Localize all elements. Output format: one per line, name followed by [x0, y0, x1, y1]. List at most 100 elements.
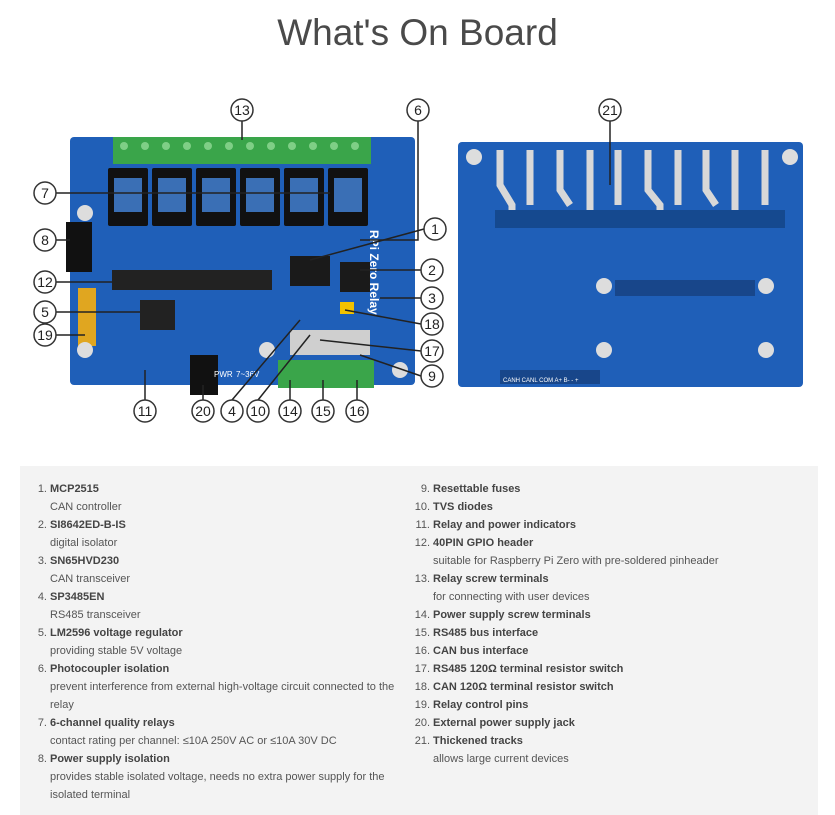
- feature-name: 6-channel quality relays: [50, 717, 175, 729]
- feature-number: 21.: [414, 735, 430, 747]
- feature-item: 21.Thickened tracks allows large current …: [412, 732, 812, 768]
- callout-1: 1: [423, 217, 447, 241]
- board-name-silkscreen: RPi Zero Relay: [367, 230, 381, 315]
- svg-text:3: 3: [428, 290, 436, 306]
- feature-heading: 5.LM2596 voltage regulator: [34, 624, 414, 642]
- feature-heading: 10.TVS diodes: [412, 498, 812, 516]
- feature-name: CAN 120Ω terminal resistor switch: [433, 681, 614, 693]
- callout-9: 9: [420, 364, 444, 388]
- feature-number: 15.: [414, 627, 430, 639]
- callout-4: 4: [220, 399, 244, 423]
- feature-name: Photocoupler isolation: [50, 663, 170, 675]
- back-board-image: CANH CANL COM A+ B- - +: [458, 142, 803, 387]
- feature-heading: 14.Power supply screw terminals: [412, 606, 812, 624]
- svg-text:14: 14: [282, 403, 298, 419]
- feature-name: CAN bus interface: [433, 645, 529, 657]
- svg-text:17: 17: [424, 343, 440, 359]
- svg-text:10: 10: [250, 403, 266, 419]
- svg-text:7: 7: [41, 185, 49, 201]
- feature-item: 11.Relay and power indicators: [412, 516, 812, 534]
- feature-heading: 16.CAN bus interface: [412, 642, 812, 660]
- feature-item: 16.CAN bus interface: [412, 642, 812, 660]
- feature-heading: 3.SN65HVD230: [34, 552, 414, 570]
- callout-20: 20: [191, 399, 215, 423]
- svg-text:8: 8: [41, 232, 49, 248]
- feature-number: 12.: [414, 537, 430, 549]
- feature-item: 15.RS485 bus interface: [412, 624, 812, 642]
- feature-heading: 1.MCP2515: [34, 480, 414, 498]
- feature-number: 2.: [37, 519, 47, 531]
- callout-14: 14: [278, 399, 302, 423]
- feature-number: 9.: [420, 483, 430, 495]
- feature-item: 9.Resettable fuses: [412, 480, 812, 498]
- svg-text:9: 9: [428, 368, 436, 384]
- feature-heading: 6.Photocoupler isolation: [34, 660, 414, 678]
- feature-name: Thickened tracks: [433, 735, 523, 747]
- feature-name: Relay control pins: [433, 699, 529, 711]
- callout-17: 17: [420, 339, 444, 363]
- gpio-header: [112, 270, 272, 290]
- svg-text:12: 12: [37, 274, 53, 290]
- feature-name: Resettable fuses: [433, 483, 521, 495]
- feature-heading: 18.CAN 120Ω terminal resistor switch: [412, 678, 812, 696]
- svg-text:21: 21: [602, 102, 618, 118]
- feature-heading: 11.Relay and power indicators: [412, 516, 812, 534]
- svg-text:19: 19: [37, 327, 53, 343]
- feature-number: 11.: [415, 519, 430, 531]
- feature-description: providing stable 5V voltage: [50, 645, 183, 657]
- svg-text:11: 11: [138, 403, 153, 419]
- page-title: What's On Board: [277, 12, 558, 53]
- feature-number: 16.: [414, 645, 430, 657]
- feature-description: provides stable isolated voltage, needs …: [50, 771, 385, 801]
- feature-number: 18.: [414, 681, 430, 693]
- callout-2: 2: [420, 258, 444, 282]
- bus-screw-terminals: [278, 360, 374, 388]
- feature-name: LM2596 voltage regulator: [50, 627, 183, 639]
- feature-name: Power supply screw terminals: [433, 609, 591, 621]
- isolated-power-module: [66, 222, 92, 272]
- feature-name: SI8642ED-B-IS: [50, 519, 126, 531]
- feature-description: CAN transceiver: [50, 573, 131, 585]
- feature-description: digital isolator: [50, 537, 118, 549]
- feature-name: External power supply jack: [433, 717, 575, 729]
- callout-19: 19: [33, 323, 57, 347]
- callout-3: 3: [420, 286, 444, 310]
- feature-heading: 9.Resettable fuses: [412, 480, 812, 498]
- feature-heading: 19.Relay control pins: [412, 696, 812, 714]
- feature-heading: 21.Thickened tracks: [412, 732, 812, 750]
- feature-number: 19.: [414, 699, 430, 711]
- callout-6: 6: [406, 98, 430, 122]
- vin-silkscreen: 7~36V: [236, 370, 260, 379]
- svg-text:20: 20: [195, 403, 211, 419]
- svg-text:5: 5: [41, 304, 49, 320]
- feature-description: allows large current devices: [433, 753, 569, 765]
- feature-name: SP3485EN: [50, 591, 105, 603]
- callout-8: 8: [33, 228, 57, 252]
- svg-text:1: 1: [431, 221, 439, 237]
- svg-text:4: 4: [228, 403, 236, 419]
- callout-16: 16: [345, 399, 369, 423]
- callout-15: 15: [311, 399, 335, 423]
- thickened-tracks: [496, 150, 769, 222]
- feature-name: SN65HVD230: [50, 555, 120, 567]
- feature-description: RS485 transceiver: [50, 609, 141, 621]
- feature-heading: 12.40PIN GPIO header: [412, 534, 812, 552]
- feature-item: 17.RS485 120Ω terminal resistor switch: [412, 660, 812, 678]
- feature-item: 18.CAN 120Ω terminal resistor switch: [412, 678, 812, 696]
- svg-text:6: 6: [414, 102, 422, 118]
- feature-name: Relay and power indicators: [433, 519, 577, 531]
- feature-number: 3.: [37, 555, 47, 567]
- callout-10: 10: [246, 399, 270, 423]
- feature-number: 20.: [414, 717, 430, 729]
- svg-text:2: 2: [428, 262, 436, 278]
- feature-heading: 20.External power supply jack: [412, 714, 812, 732]
